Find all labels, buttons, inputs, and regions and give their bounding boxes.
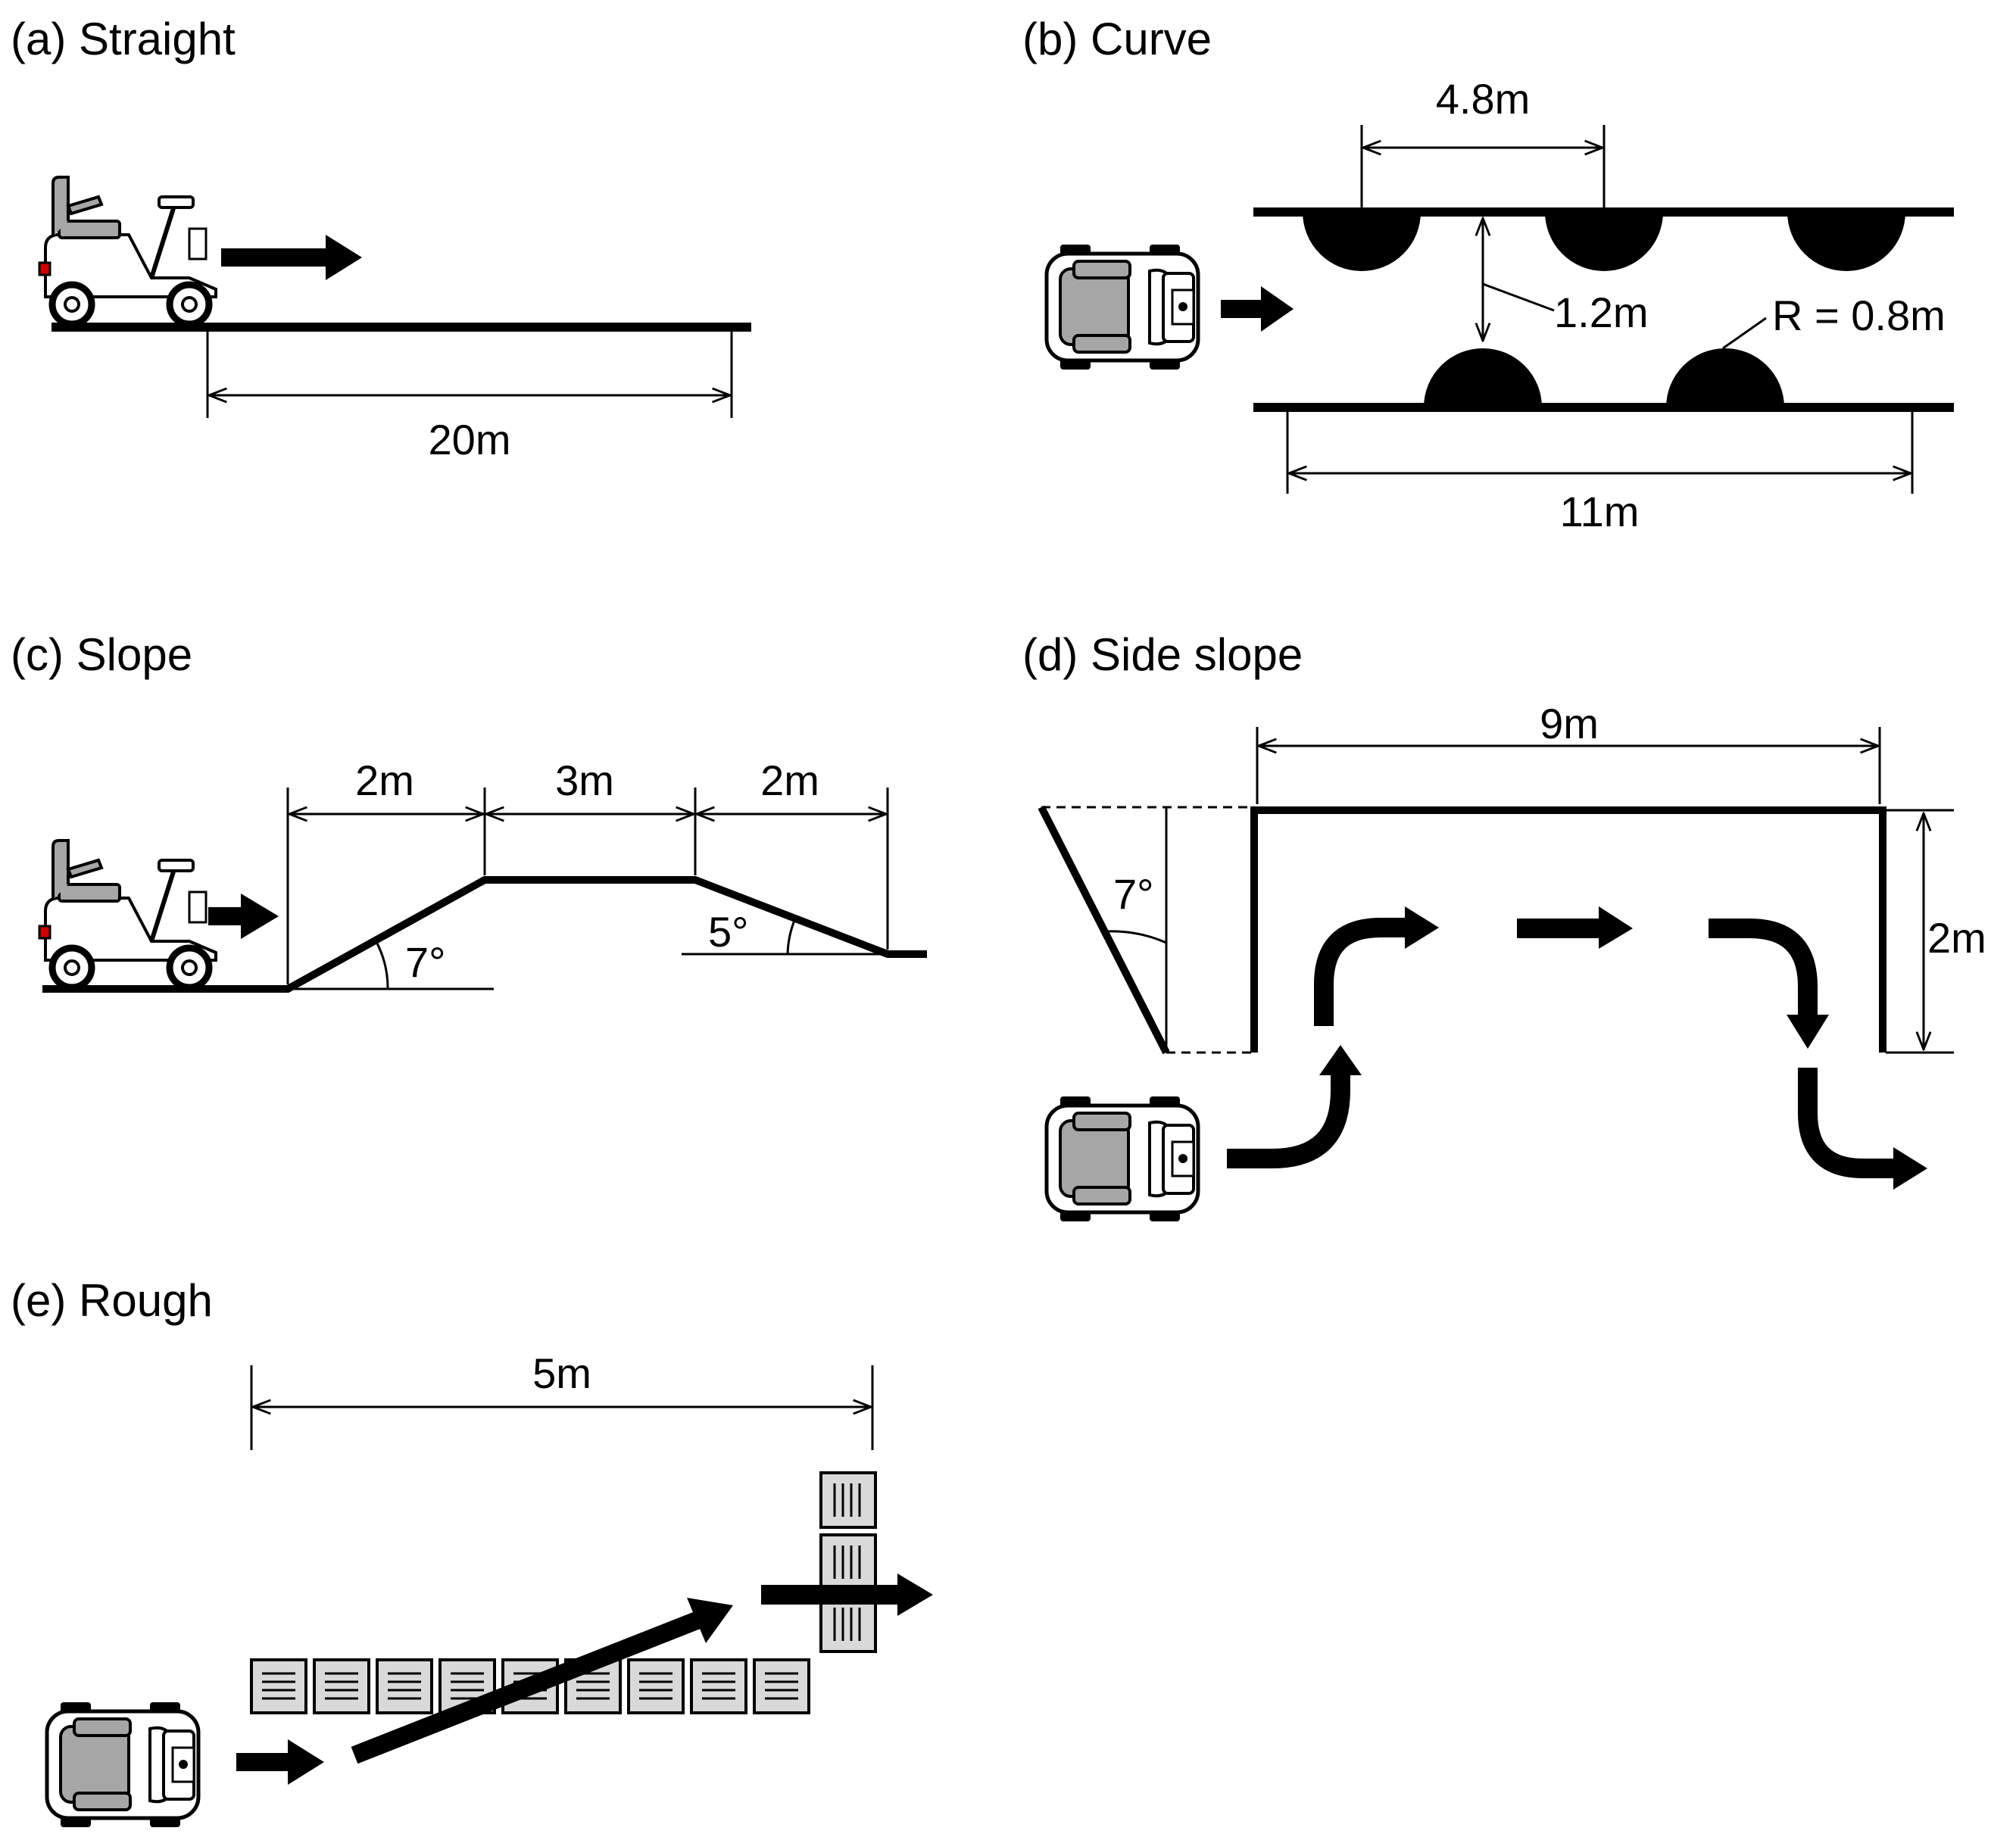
mobility-scooter-side-icon (39, 177, 216, 324)
flat-length-label: 3m (555, 756, 614, 804)
panel-slope-title: (c) Slope (11, 629, 192, 680)
rough-block (819, 1533, 877, 1591)
rough-block (250, 1658, 307, 1714)
obstacle-half-circle (1303, 212, 1421, 271)
rough-block (690, 1658, 747, 1714)
side-angle-label: 7° (1113, 870, 1154, 918)
rough-block (376, 1658, 433, 1714)
panel-side-slope-title: (d) Side slope (1022, 629, 1303, 680)
panel-side-slope: (d) Side slope 7° 9m 2m (1022, 629, 1986, 1221)
mobility-scooter-top-icon (47, 1702, 198, 1827)
radius-label: R = 0.8m (1772, 292, 1946, 339)
obstacle-half-circle (1424, 348, 1542, 407)
panel-straight-title: (a) Straight (11, 14, 236, 64)
arrow-head (687, 1598, 733, 1643)
obstacle-half-circle (1787, 212, 1905, 271)
path-arrow (761, 1585, 897, 1605)
mobility-scooter-side-icon (39, 841, 216, 987)
side-slope-area (1250, 806, 1886, 1053)
spacing-label: 4.8m (1436, 75, 1531, 123)
panel-rough: (e) Rough 5m (11, 1275, 933, 1827)
panel-curve-title: (b) Curve (1022, 14, 1212, 64)
angle-arc (1106, 930, 1167, 944)
down-length-label: 2m (760, 756, 819, 804)
obstacle-half-circle (1545, 212, 1663, 271)
rough-block (819, 1471, 877, 1529)
path-arrow (1798, 1068, 1893, 1178)
incline-line (1038, 805, 1170, 1055)
up-length-label: 2m (355, 756, 414, 804)
rough-block (627, 1658, 685, 1714)
length-label: 9m (1540, 700, 1599, 747)
arrow-head (897, 1574, 933, 1616)
angle-arc (374, 940, 389, 990)
arrow-right-icon (221, 235, 362, 280)
distance-label: 20m (429, 416, 511, 463)
arrow-right-icon (236, 1739, 324, 1785)
length-label: 11m (1560, 488, 1640, 535)
arrow-head (1405, 906, 1439, 949)
angle-arc (786, 918, 797, 955)
down-angle-label: 5° (708, 908, 749, 956)
panel-curve: (b) Curve 4.8m 1.2m R = 0.8m 11m (1022, 14, 1954, 535)
arrow-head (1319, 1045, 1362, 1075)
panel-straight: (a) Straight 20m (11, 14, 751, 463)
length-label: 5m (532, 1349, 591, 1397)
mobility-scooter-top-icon (1047, 245, 1198, 370)
panel-rough-title: (e) Rough (11, 1275, 213, 1326)
width-label: 2m (1927, 914, 1986, 962)
slope-profile (42, 876, 927, 993)
leader-line (1482, 282, 1555, 312)
path-arrow (1517, 919, 1599, 938)
path-arrow (1314, 918, 1405, 1026)
path-arrow (1227, 1075, 1350, 1168)
rough-block (819, 1595, 877, 1653)
obstacle-half-circle (1666, 348, 1784, 407)
arrow-head (1787, 1015, 1829, 1049)
arrow-head (1599, 906, 1633, 949)
gap-label: 1.2m (1554, 289, 1649, 336)
leader-line (1722, 317, 1767, 350)
panel-slope: (c) Slope 7° 5° 2m 3m 2m (11, 629, 927, 993)
mobility-scooter-top-icon (1047, 1096, 1198, 1221)
up-angle-label: 7° (405, 938, 446, 986)
arrow-head (1893, 1147, 1927, 1190)
arrow-right-icon (208, 894, 279, 939)
path-arrow (351, 1611, 701, 1764)
path-arrow (1709, 919, 1818, 1015)
rough-block (753, 1658, 810, 1714)
arrow-right-icon (1221, 286, 1294, 332)
rough-block (313, 1658, 370, 1714)
